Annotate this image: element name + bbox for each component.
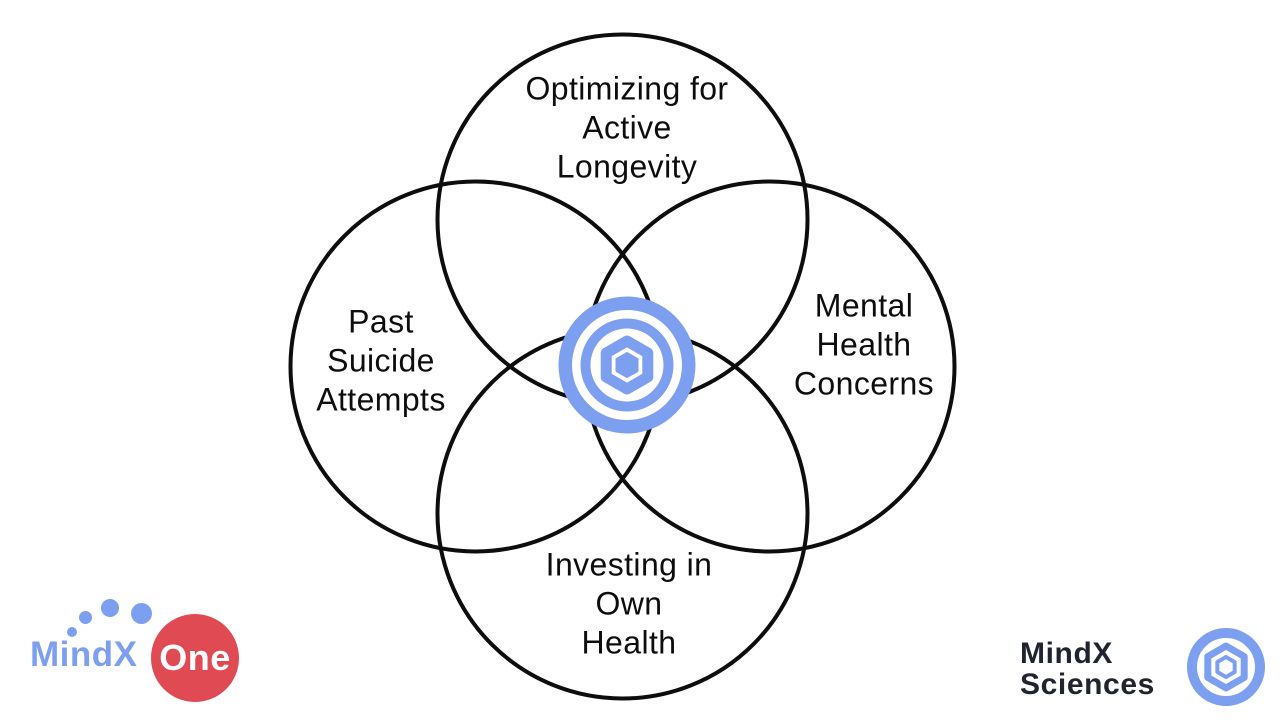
mindx-one-wordmark: MindX xyxy=(30,635,138,674)
venn-label-past-suicide-attempts: Past Suicide Attempts xyxy=(316,303,446,418)
logo-dot-icon xyxy=(79,611,92,624)
mindx-sciences-line2: Sciences xyxy=(1020,668,1155,701)
target-hexagon-icon xyxy=(1187,628,1265,706)
mindx-sciences-wordmark: MindX Sciences xyxy=(1020,638,1155,700)
venn-label-optimizing-longevity: Optimizing for Active Longevity xyxy=(525,70,729,185)
logo-dot-icon xyxy=(101,599,119,617)
mindx-one-logo: MindX One xyxy=(30,595,250,707)
hexagon-core xyxy=(615,352,639,378)
venn-label-mental-health-concerns: Mental Health Concerns xyxy=(793,287,935,402)
logo-dot-icon xyxy=(67,627,77,637)
logo-dot-icon xyxy=(131,603,152,624)
hexagon-ring xyxy=(600,335,654,395)
mindx-sciences-line1: MindX xyxy=(1020,637,1113,670)
mindx-one-badge: One xyxy=(151,614,239,702)
mindx-one-badge-label: One xyxy=(159,637,231,678)
target-hexagon-icon xyxy=(558,296,696,434)
venn-label-investing-own-health: Investing in Own Health xyxy=(545,546,713,661)
mindx-sciences-logo: MindX Sciences xyxy=(1018,612,1280,720)
